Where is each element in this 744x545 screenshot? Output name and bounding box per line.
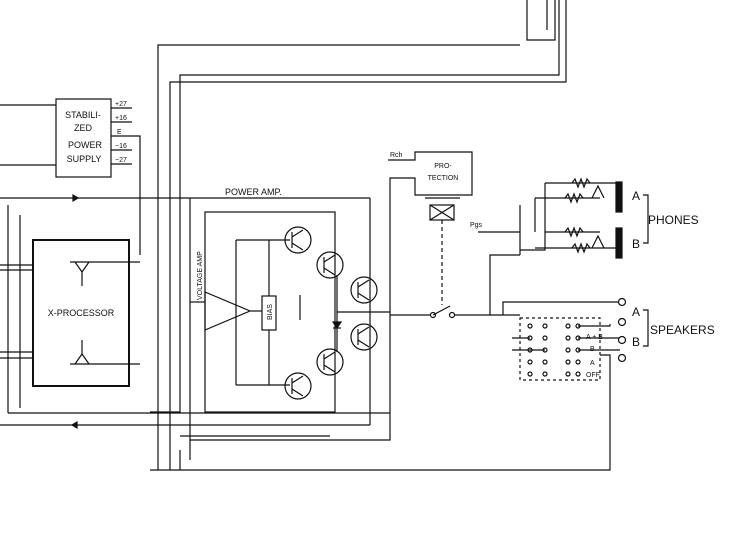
left-feed-lines [0,193,390,430]
speaker-terminal-3 [617,335,627,345]
phones-section: Pgs A B PHONES [470,177,699,315]
transistor-icon-2 [316,251,344,279]
phones-label: PHONES [648,213,699,227]
power-supply-label-1: STABILI- [65,110,101,120]
transistor-icon-3 [350,276,378,304]
speaker-terminal-4 [617,353,627,363]
transistor-icon-4 [350,323,378,351]
speaker-terminal-a-label: A [632,305,640,319]
rail-label-5: −27 [115,157,127,164]
bias-label: BIAS [267,304,274,320]
switch-position-3: A [590,360,595,367]
protection-label-1: PRO- [434,163,452,170]
power-supply-label-3: POWER [68,140,103,150]
protection-input-label: Rch [390,152,403,159]
transistor-icon-5 [316,348,344,376]
x-processor-label: X-PROCESSOR [48,308,115,318]
phone-jack-a-label: A [632,189,640,203]
voltage-amp-symbol [204,291,252,331]
power-amp: POWER AMP. VOLTAGE AMP BIAS [179,187,390,470]
switch-position-4: OFF [586,372,600,379]
transistor-icon-6 [284,372,312,400]
phones-input-label: Pgs [470,222,483,229]
speakers-label: SPEAKERS [650,323,715,337]
rail-label-3: E [117,129,122,136]
diode-icon-bottom [70,420,78,430]
stabilized-power-supply: STABILI- ZED POWER SUPPLY +27 +16 E −16 … [0,98,141,255]
x-processor: X-PROCESSOR [32,239,140,387]
speakers-section: A + B B A OFF A B SPEAKERS [150,297,715,471]
rail-label-2: +16 [115,115,127,122]
voltage-amp-label: VOLTAGE AMP [197,251,204,300]
top-bus-lines [150,0,567,470]
phone-jack-b-label: B [632,237,640,251]
power-amp-label: POWER AMP. [225,187,282,197]
rail-label-1: +27 [115,101,127,108]
rail-label-4: −16 [115,143,127,150]
speaker-terminal-2 [617,317,627,327]
x-processor-box [32,239,130,387]
diode-icon-top [72,193,80,203]
transistor-icon-1 [284,226,312,254]
speaker-switch-box [519,317,601,381]
phone-jack-b-icon [615,227,623,259]
power-supply-label-2: ZED [74,123,93,133]
protection-label-2: TECTION [428,175,459,182]
phone-jack-a-icon [615,181,623,213]
speaker-terminal-b-label: B [632,335,640,349]
speaker-terminal-1 [617,297,627,307]
power-supply-box [55,98,112,178]
power-supply-label-4: SUPPLY [67,154,102,164]
protection-circuit: Rch PRO- TECTION [190,151,503,441]
